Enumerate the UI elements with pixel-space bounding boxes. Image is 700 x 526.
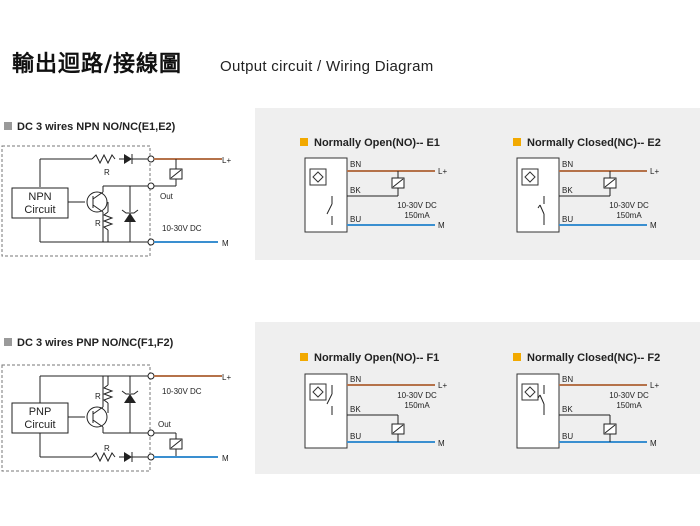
caption-marker-icon [300,353,308,361]
bn-label: BN [562,160,573,169]
circuit-block [11,187,69,219]
wiring-diagram-f1: Normally Open(NO)-- F1 BN BK BU L+ M 10-… [300,352,447,449]
circuit-label-2: Circuit [24,204,55,216]
minus-label: M [438,439,445,448]
spec-current: 150mA [616,401,642,410]
caption-marker-icon [300,138,308,146]
l-plus-label: L+ [222,373,231,382]
bu-label: BU [350,215,361,224]
caption-marker-icon [513,353,521,361]
sensor-boundary [1,364,151,472]
circuit-label-1: NPN [28,191,51,203]
switch-closed-icon [539,394,545,405]
bk-label: BK [350,186,361,195]
pnp-wiring-panel: Normally Open(NO)-- F1 BN BK BU L+ M 10-… [255,322,700,474]
spec-voltage: 10-30V DC [397,391,437,400]
spec-voltage: 10-30V DC [609,201,649,210]
voltage-label: 10-30V DC [162,387,202,396]
wiring-diagram-e2: Normally Closed(NC)-- E2 BN BK BU L+ M 1… [513,137,661,233]
heading-bullet-icon [4,338,12,346]
transistor-icon [86,406,108,428]
diagram-caption: Normally Closed(NC)-- F2 [527,352,660,364]
resistor-icon [91,153,116,165]
npn-output-circuit: R L+ Out NPN Circuit R M 10-30V DC [1,145,231,257]
resistor-icon [91,451,116,463]
diode-icon [124,154,132,164]
pnp-output-circuit: L+ 10-30V DC R PNP Circuit Out R M [1,364,231,472]
spec-current: 150mA [616,211,642,220]
sensor-icon [309,168,327,186]
npn-section-heading: DC 3 wires NPN NO/NC(E1,E2) [4,121,175,133]
caption-marker-icon [513,138,521,146]
wiring-diagram-e1: Normally Open(NO)-- E1 BN BK BU L+ M 10-… [300,137,447,233]
sensor-boundary [1,145,151,257]
minus-label: M [438,221,445,230]
plus-label: L+ [438,167,447,176]
diode-icon [124,452,132,462]
switch-open-icon [326,203,333,215]
sensor-icon [521,383,539,401]
voltage-label: 10-30V DC [162,224,202,233]
bk-label: BK [562,405,573,414]
diagram-caption: Normally Open(NO)-- E1 [314,137,440,149]
resistor-vertical-icon [102,384,114,404]
bn-label: BN [350,160,361,169]
sensor-icon [521,168,539,186]
pnp-heading-text: DC 3 wires PNP NO/NC(F1,F2) [17,337,174,349]
switch-open-icon [326,393,333,405]
pnp-section-heading: DC 3 wires PNP NO/NC(F1,F2) [4,337,173,349]
bu-label: BU [350,432,361,441]
resistor-vertical-icon [102,211,114,231]
out-label: Out [160,192,174,201]
plus-label: L+ [650,167,659,176]
heading-bullet-icon [4,122,12,130]
circuit-label-1: PNP [29,406,52,418]
spec-current: 150mA [404,211,430,220]
spec-current: 150mA [404,401,430,410]
minus-label: M [650,221,657,230]
circuit-block [11,402,69,434]
npn-wiring-panel: Normally Open(NO)-- E1 BN BK BU L+ M 10-… [255,108,700,260]
bk-label: BK [350,405,361,414]
bu-label: BU [562,432,573,441]
spec-voltage: 10-30V DC [609,391,649,400]
resistor-vertical-label: R [95,392,101,401]
m-label: M [222,454,229,463]
plus-label: L+ [438,381,447,390]
plus-label: L+ [650,381,659,390]
diagram-caption: Normally Open(NO)-- F1 [314,352,439,364]
npn-heading-text: DC 3 wires NPN NO/NC(E1,E2) [17,121,176,133]
bk-label: BK [562,186,573,195]
resistor-label: R [104,444,110,453]
resistor-vertical-label: R [95,219,101,228]
circuit-label-2: Circuit [24,419,55,431]
l-plus-label: L+ [222,156,231,165]
bn-label: BN [350,375,361,384]
page-title-english: Output circuit / Wiring Diagram [220,58,434,75]
bn-label: BN [562,375,573,384]
sensor-icon [309,383,327,401]
diagram-caption: Normally Closed(NC)-- E2 [527,137,661,149]
minus-label: M [650,439,657,448]
transistor-icon [86,191,108,213]
zener-icon [124,394,136,403]
zener-icon [124,213,136,222]
switch-closed-icon [539,204,545,215]
spec-voltage: 10-30V DC [397,201,437,210]
m-label: M [222,239,229,248]
resistor-label: R [104,168,110,177]
page-title-chinese: 輸出迴路/接線圖 [12,52,183,77]
bu-label: BU [562,215,573,224]
out-label: Out [158,420,172,429]
wiring-diagram-f2: Normally Closed(NC)-- F2 BN BK BU L+ M 1… [513,352,660,449]
